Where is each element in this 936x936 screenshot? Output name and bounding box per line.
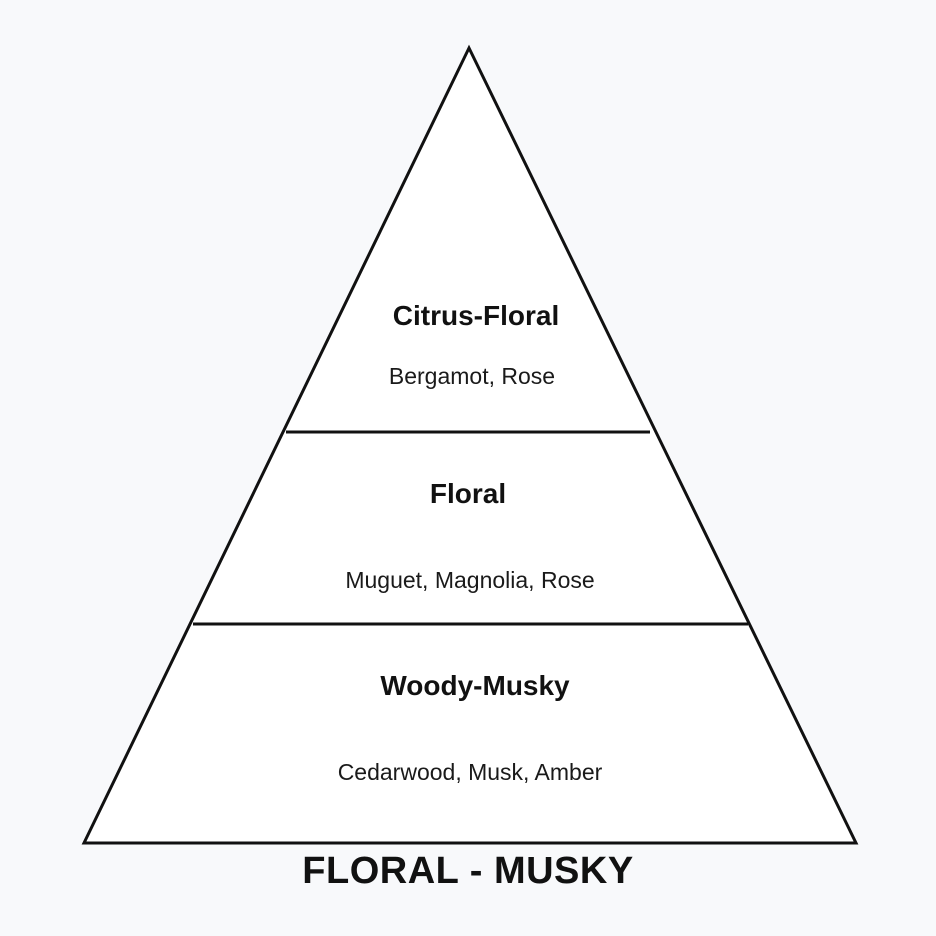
middle-tier-title: Floral [430,478,506,509]
bottom-tier-notes: Cedarwood, Musk, Amber [338,759,603,785]
bottom-tier-title: Woody-Musky [380,670,570,701]
top-tier-title: Citrus-Floral [393,300,559,331]
top-tier-notes: Bergamot, Rose [389,363,555,389]
pyramid-outline [81,44,859,845]
diagram-title: FLORAL - MUSKY [302,850,634,892]
middle-tier-notes: Muguet, Magnolia, Rose [345,567,594,593]
